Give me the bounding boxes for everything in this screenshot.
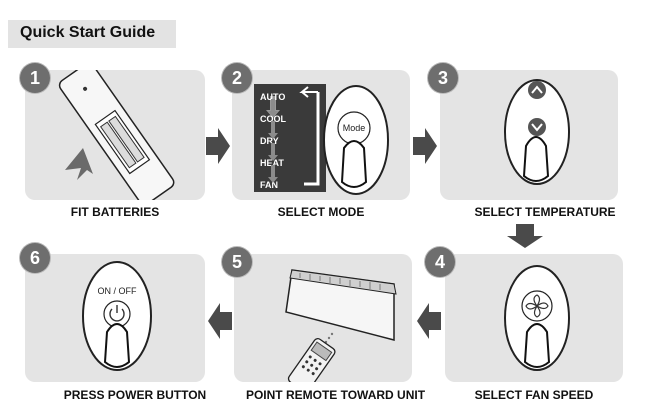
step-2-badge: 2 xyxy=(222,63,252,93)
up-button-icon xyxy=(528,81,546,99)
title-bar xyxy=(8,20,176,48)
step-6-badge: 6 xyxy=(20,243,50,273)
mode-fan: FAN xyxy=(260,180,278,190)
mode-button-label: Mode xyxy=(343,123,366,133)
step-5-panel xyxy=(234,254,412,382)
arrow-down-icon xyxy=(507,224,543,248)
step-3-badge: 3 xyxy=(428,63,458,93)
mode-illustration: AUTO COOL DRY HEAT FAN Mode xyxy=(254,84,389,195)
arrow-left-icon xyxy=(417,303,441,339)
step-1-panel xyxy=(25,70,205,200)
step-4-badge: 4 xyxy=(425,247,455,277)
power-button-illustration: ON / OFF xyxy=(82,261,152,371)
step-2-panel: AUTO COOL DRY HEAT FAN Mode xyxy=(232,70,410,200)
power-icon xyxy=(109,305,125,322)
fan-icon xyxy=(525,294,549,318)
mode-dry: DRY xyxy=(260,136,279,146)
power-label: ON / OFF xyxy=(98,286,137,296)
mode-heat: HEAT xyxy=(260,158,284,168)
step-5-caption: POINT REMOTE TOWARD UNIT xyxy=(245,388,426,402)
battery-remote-illustration xyxy=(58,70,175,200)
step-6-panel: ON / OFF xyxy=(25,254,205,382)
step-6-caption: PRESS POWER BUTTON xyxy=(63,388,207,402)
down-button-icon xyxy=(528,118,546,136)
step-2-caption: SELECT MODE xyxy=(277,205,365,219)
point-remote-illustration xyxy=(285,269,397,382)
mode-auto: AUTO xyxy=(260,92,285,102)
mode-cool: COOL xyxy=(260,114,287,124)
arrow-right-icon xyxy=(413,128,437,164)
arrow-left-icon xyxy=(208,303,232,339)
page-title: Quick Start Guide xyxy=(20,24,156,41)
step-4-panel xyxy=(445,254,623,382)
step-1-badge: 1 xyxy=(20,63,50,93)
step-5-badge: 5 xyxy=(222,247,252,277)
step-1-caption: FIT BATTERIES xyxy=(70,205,160,219)
fan-speed-illustration xyxy=(504,265,570,371)
arrow-right-icon xyxy=(206,128,230,164)
step-3-caption: SELECT TEMPERATURE xyxy=(474,205,616,219)
temperature-illustration xyxy=(504,79,570,185)
step-4-caption: SELECT FAN SPEED xyxy=(474,388,594,402)
step-3-panel xyxy=(440,70,618,200)
